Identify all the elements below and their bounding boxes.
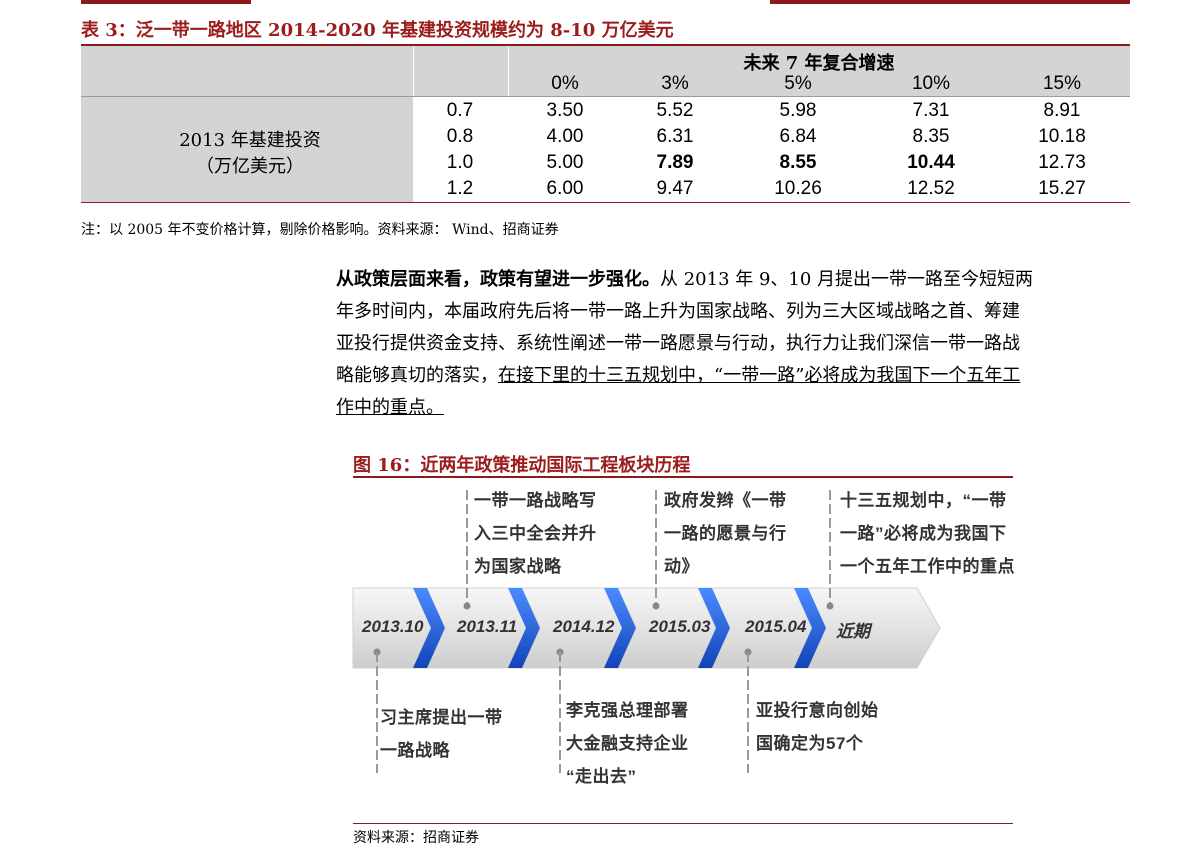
table-cell: 7.31 bbox=[912, 100, 950, 121]
body-paragraph: 从政策层面来看，政策有望进一步强化。从 2013 年 9、10 月提出一带一路至… bbox=[336, 264, 1131, 424]
timeline-graphic bbox=[352, 490, 941, 773]
paragraph-text: 略能够真切的落实， bbox=[336, 365, 498, 386]
chevron-icon bbox=[508, 588, 540, 668]
paragraph-line: 年多时间内，本届政府先后将一带一路上升为国家战略、列为三大区域战略之首、筹建 bbox=[336, 301, 1020, 322]
timeline-event: 政府发辫《一带 一路的愿景与行 动》 bbox=[664, 484, 787, 583]
event-line: 大金融支持企业 bbox=[566, 734, 689, 753]
paragraph-emphasis: 作中的重点。 bbox=[336, 397, 444, 418]
timeline-date: 2013.10 bbox=[362, 617, 424, 636]
event-line: 习主席提出一带 bbox=[380, 708, 503, 727]
paragraph-line: 亚投行提供资金支持、系统性阐述一带一路愿景与行动，执行力让我们深信一带一路战 bbox=[336, 333, 1020, 354]
table-cell: 6.00 bbox=[546, 178, 584, 199]
event-line: 国确定为57个 bbox=[756, 734, 864, 753]
base-value: 0.7 bbox=[446, 100, 474, 121]
table-cell: 6.84 bbox=[779, 126, 817, 147]
table-cell: 10.18 bbox=[1038, 126, 1086, 147]
paragraph-line: 从政策层面来看，政策有望进一步强化。从 2013 年 9、10 月提出一带一路至… bbox=[336, 264, 1131, 296]
header-group-label: 未来 7 年复合增速 bbox=[743, 53, 895, 74]
table-divider bbox=[413, 46, 414, 202]
row-label-band bbox=[81, 97, 413, 202]
timeline-date: 2014.12 bbox=[553, 617, 615, 636]
event-line: 政府发辫《一带 bbox=[664, 491, 787, 510]
rate-header: 0% bbox=[551, 73, 579, 94]
top-border bbox=[0, 0, 1191, 6]
event-line: 一路”必将成为我国下 bbox=[840, 524, 1007, 543]
event-line: 亚投行意向创始 bbox=[756, 701, 879, 720]
paragraph-text: 从 2013 年 9、10 月提出一带一路至今短短两 bbox=[660, 269, 1034, 290]
event-line: 一个五年工作中的重点 bbox=[840, 557, 1015, 576]
connector-dot bbox=[652, 602, 660, 610]
connector-dot bbox=[826, 602, 834, 610]
chevron-icon bbox=[604, 588, 636, 668]
timeline-band bbox=[352, 587, 941, 669]
table-cell: 9.47 bbox=[656, 178, 694, 199]
table-note: 注：以 2005 年不变价格计算，剔除价格影响。资料来源： Wind、招商证券 bbox=[81, 222, 559, 238]
table-cell: 8.35 bbox=[912, 126, 950, 147]
table-cell: 15.27 bbox=[1038, 178, 1086, 199]
timeline-event: 十三五规划中，“一带 一路”必将成为我国下 一个五年工作中的重点 bbox=[840, 484, 1015, 583]
table-cell: 10.26 bbox=[774, 178, 822, 199]
timeline-date: 2015.04 bbox=[745, 617, 807, 636]
table-cell: 5.52 bbox=[656, 100, 694, 121]
row-label-line1: 2013 年基建投资 bbox=[179, 130, 321, 151]
event-line: 李克强总理部署 bbox=[566, 701, 689, 720]
rate-header: 15% bbox=[1042, 73, 1082, 94]
rate-header: 10% bbox=[911, 73, 951, 94]
rate-header: 3% bbox=[661, 73, 689, 94]
base-value: 0.8 bbox=[446, 126, 474, 147]
connector-dot bbox=[463, 602, 471, 610]
table-cell-highlight: 7.89 bbox=[656, 152, 694, 173]
timeline-event: 李克强总理部署 大金融支持企业 “走出去” bbox=[566, 694, 689, 793]
table-cell-highlight: 10.44 bbox=[907, 152, 955, 173]
timeline-event: 亚投行意向创始 国确定为57个 bbox=[756, 694, 879, 760]
event-line: “走出去” bbox=[566, 767, 637, 786]
table-cell: 5.00 bbox=[546, 152, 584, 173]
table-cell: 3.50 bbox=[546, 100, 584, 121]
table-cell: 12.52 bbox=[907, 178, 955, 199]
event-line: 一路战略 bbox=[380, 741, 450, 760]
table-top-rule bbox=[81, 44, 1130, 46]
figure-title: 图 16：近两年政策推动国际工程板块历程 bbox=[353, 455, 691, 476]
paragraph-lead: 从政策层面来看，政策有望进一步强化。 bbox=[336, 269, 660, 290]
timeline-date: 近期 bbox=[836, 622, 870, 641]
figure-bottom-rule bbox=[353, 823, 1013, 824]
figure-source: 资料来源：招商证券 bbox=[353, 830, 479, 846]
event-line: 一路的愿景与行 bbox=[664, 524, 787, 543]
top-border-segment bbox=[770, 0, 1130, 4]
table-bottom-rule bbox=[81, 202, 1130, 203]
event-line: 动》 bbox=[664, 557, 699, 576]
event-line: 十三五规划中，“一带 bbox=[840, 491, 1007, 510]
table-cell: 5.98 bbox=[779, 100, 817, 121]
timeline-event: 一带一路战略写 入三中全会并升 为国家战略 bbox=[474, 484, 597, 583]
table-title: 表 3：泛一带一路地区 2014-2020 年基建投资规模约为 8-10 万亿美… bbox=[81, 20, 674, 41]
paragraph-emphasis: 在接下里的十三五规划中，“一带一路”必将成为我国下一个五年工 bbox=[498, 365, 1021, 386]
table-cell: 8.91 bbox=[1043, 100, 1081, 121]
timeline-event: 习主席提出一带 一路战略 bbox=[380, 701, 503, 767]
table-cell: 12.73 bbox=[1038, 152, 1086, 173]
chevron-icon bbox=[698, 588, 730, 668]
event-line: 为国家战略 bbox=[474, 557, 562, 576]
top-border-segment bbox=[81, 0, 251, 4]
table-cell: 6.31 bbox=[656, 126, 694, 147]
rate-header: 5% bbox=[784, 73, 812, 94]
event-line: 一带一路战略写 bbox=[474, 491, 597, 510]
row-label-line2: （万亿美元） bbox=[196, 156, 304, 177]
base-value: 1.2 bbox=[446, 178, 474, 199]
figure-top-rule bbox=[353, 476, 1013, 478]
timeline-date: 2013.11 bbox=[457, 617, 518, 636]
chevron-icon bbox=[413, 588, 445, 668]
timeline-date: 2015.03 bbox=[649, 617, 711, 636]
header-rule bbox=[81, 96, 1130, 97]
table-header bbox=[81, 46, 1130, 96]
table-cell-highlight: 8.55 bbox=[779, 152, 817, 173]
table-divider bbox=[508, 46, 509, 202]
chevron-icon bbox=[794, 588, 826, 668]
event-line: 入三中全会并升 bbox=[474, 524, 597, 543]
table-cell: 4.00 bbox=[546, 126, 584, 147]
paragraph-line: 作中的重点。 bbox=[336, 392, 1131, 424]
base-value: 1.0 bbox=[446, 152, 474, 173]
paragraph-line: 略能够真切的落实，在接下里的十三五规划中，“一带一路”必将成为我国下一个五年工 bbox=[336, 360, 1131, 392]
